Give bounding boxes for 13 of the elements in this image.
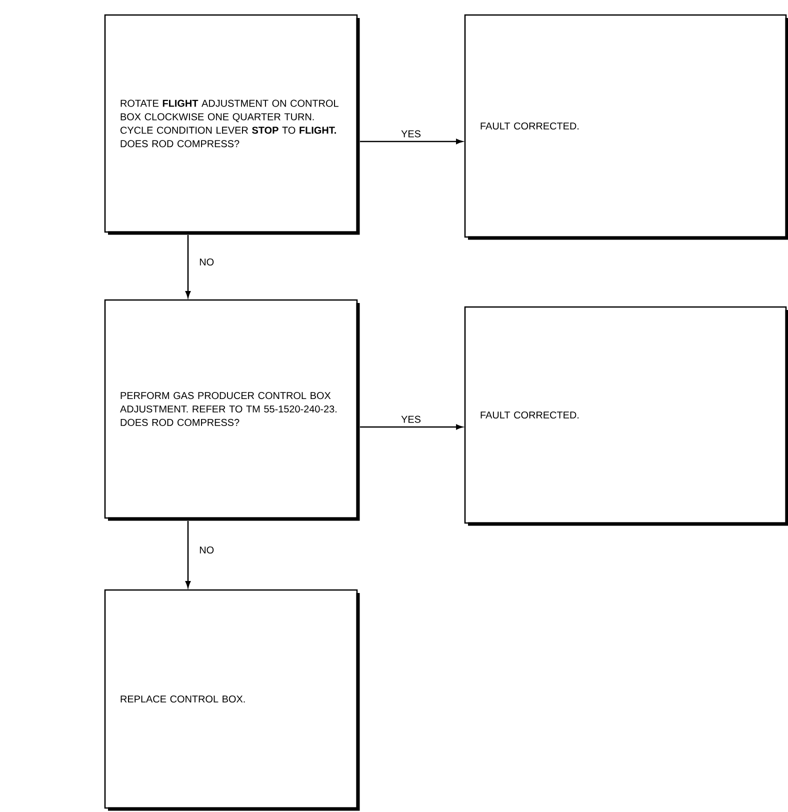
process-box: PERFORM GAS PRODUCER CONTROL BOX ADJUSTMENT. REFER TO TM 55-1520-240-23. DOES ROD COMPRESS? (104, 299, 360, 521)
edge-label: YES (400, 129, 422, 138)
process-box: FAULT CORRECTED. (464, 14, 788, 240)
edge-label: NO (198, 257, 216, 267)
edge-label: NO (198, 545, 216, 555)
process-box: FAULT CORRECTED. (464, 306, 788, 526)
arrow (360, 424, 463, 430)
process-box: REPLACE CONTROL BOX. (104, 589, 360, 811)
process-box: ROTATE FLIGHT ADJUSTMENT ON CONTROL BOX CLOCKWISE ONE QUARTER TURN. CYCLE CONDITION LEVER STOP TO FLIGHT. DOES ROD COMPRESS? (104, 14, 360, 235)
arrow (185, 521, 191, 588)
arrow (360, 138, 463, 144)
arrow (185, 235, 191, 298)
edge-label: YES (400, 414, 422, 424)
